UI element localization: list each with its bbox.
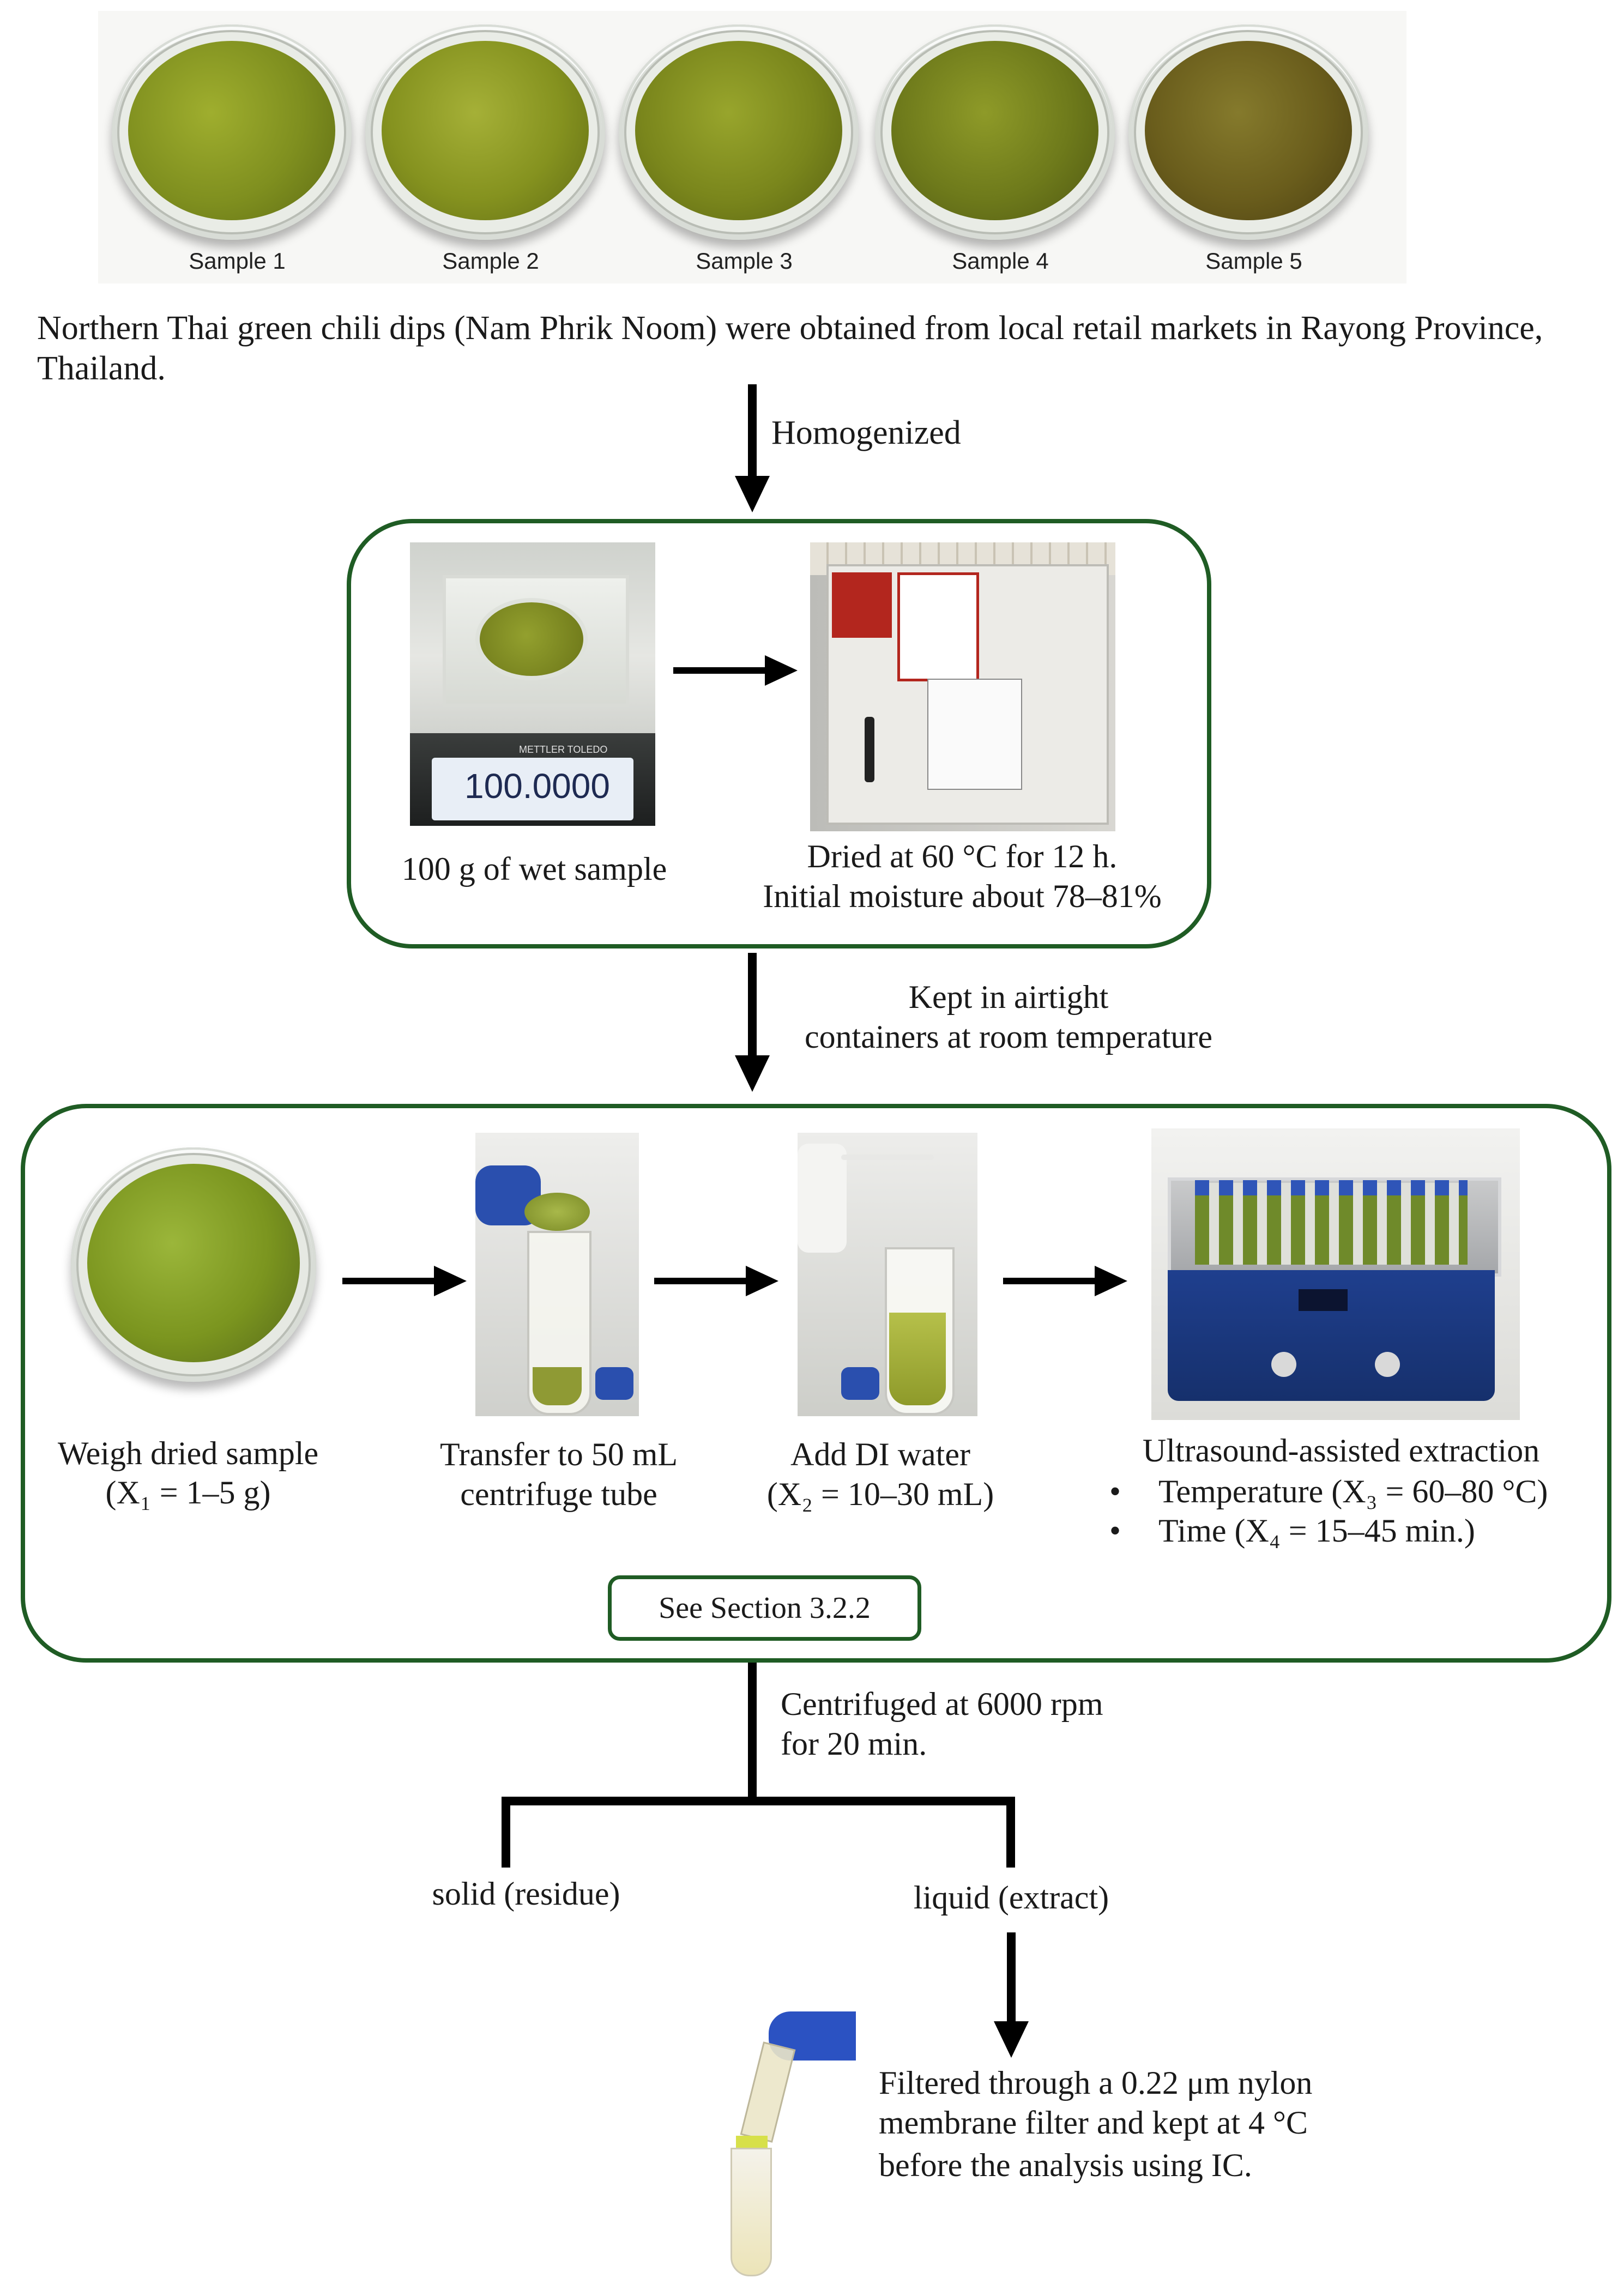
transfer-label-line1: Transfer to 50 mL bbox=[439, 1436, 678, 1472]
uae-bullet-2: • Time (X₄ = 15–45 min.) bbox=[1109, 1511, 1475, 1550]
sample-1-dish bbox=[112, 25, 352, 240]
weigh-label-line1: Weigh dried sample bbox=[57, 1435, 319, 1471]
centrifuged-line1: Centrifuged at 6000 rpm bbox=[781, 1686, 1103, 1722]
transfer-label-line2: centrifuge tube bbox=[460, 1476, 657, 1512]
sample-3-label: Sample 3 bbox=[696, 248, 793, 274]
step-homogenized-label: Homogenized bbox=[771, 414, 961, 451]
wet-sample-label: 100 g of wet sample bbox=[401, 851, 667, 887]
branch-liquid-label: liquid (extract) bbox=[913, 1880, 1109, 1916]
sample-2-label: Sample 2 bbox=[442, 248, 539, 274]
ultrasonic-bath-photo bbox=[1151, 1128, 1520, 1420]
centrifuge-stem-line bbox=[748, 1663, 757, 1805]
analytical-balance-photo: METTLER TOLEDO 100.0000 bbox=[410, 542, 655, 826]
uae-bullet-2-text: Time (X₄ = 15–45 min.) bbox=[1158, 1513, 1475, 1549]
weighing-drying-box bbox=[347, 519, 1211, 948]
centrifuged-line2: for 20 min. bbox=[781, 1726, 927, 1762]
dried-label-line2: Initial moisture about 78–81% bbox=[763, 878, 1162, 914]
branch-horizontal-line bbox=[502, 1797, 1015, 1805]
branch-solid-label: solid (residue) bbox=[432, 1876, 620, 1912]
arrow-water-to-ultrasound bbox=[1003, 1266, 1127, 1296]
balance-display: 100.0000 bbox=[464, 766, 610, 806]
add-water-label-line2: (X₂ = 10–30 mL) bbox=[766, 1476, 994, 1512]
arrow-homogenized bbox=[735, 384, 770, 512]
sample-3-dish bbox=[619, 25, 859, 240]
section-reference-box: See Section 3.2.2 bbox=[608, 1575, 921, 1641]
sample-1-label: Sample 1 bbox=[189, 248, 286, 274]
transfer-tube-photo bbox=[475, 1133, 639, 1416]
sample-2-dish bbox=[365, 25, 605, 240]
balance-brand: METTLER TOLEDO bbox=[519, 744, 608, 755]
sample-5-dish bbox=[1128, 25, 1368, 240]
final-text-line3: before the analysis using IC. bbox=[879, 2147, 1252, 2183]
uae-title: Ultrasound-assisted extraction bbox=[1142, 1433, 1540, 1469]
arrow-weigh-to-transfer bbox=[342, 1266, 467, 1296]
weigh-label-line2: (X₁ = 1–5 g) bbox=[105, 1475, 271, 1510]
bullet-dot-icon: • bbox=[1109, 1473, 1121, 1509]
extraction-box bbox=[21, 1104, 1611, 1663]
step-kept-line2: containers at room temperature bbox=[804, 1019, 1212, 1055]
syringe-filter-photo bbox=[709, 2011, 856, 2284]
branch-left-line bbox=[502, 1797, 510, 1868]
final-text-line2: membrane filter and kept at 4 °C bbox=[879, 2105, 1308, 2141]
add-water-photo bbox=[798, 1133, 977, 1416]
dried-label-line1: Dried at 60 °C for 12 h. bbox=[807, 838, 1118, 874]
drying-oven-photo bbox=[810, 542, 1115, 831]
section-reference-text: See Section 3.2.2 bbox=[659, 1591, 871, 1625]
intro-text: Northern Thai green chili dips (Nam Phri… bbox=[37, 310, 1543, 387]
arrow-to-filtration bbox=[994, 1932, 1029, 2058]
sample-4-label: Sample 4 bbox=[952, 248, 1049, 274]
sample-4-dish bbox=[875, 25, 1115, 240]
sample-5-label: Sample 5 bbox=[1205, 248, 1302, 274]
step-kept-line1: Kept in airtight bbox=[908, 979, 1109, 1015]
arrow-transfer-to-water bbox=[654, 1266, 778, 1296]
add-water-label-line1: Add DI water bbox=[790, 1436, 970, 1472]
uae-bullet-1-text: Temperature (X₃ = 60–80 °C) bbox=[1158, 1473, 1548, 1509]
bullet-dot-icon: • bbox=[1109, 1513, 1121, 1549]
arrow-balance-to-oven bbox=[673, 655, 798, 686]
uae-bullet-1: • Temperature (X₃ = 60–80 °C) bbox=[1109, 1472, 1548, 1511]
dried-sample-dish bbox=[71, 1147, 316, 1382]
arrow-kept bbox=[735, 953, 770, 1092]
final-text-line1: Filtered through a 0.22 μm nylon bbox=[879, 2065, 1313, 2101]
branch-right-line bbox=[1006, 1797, 1015, 1868]
